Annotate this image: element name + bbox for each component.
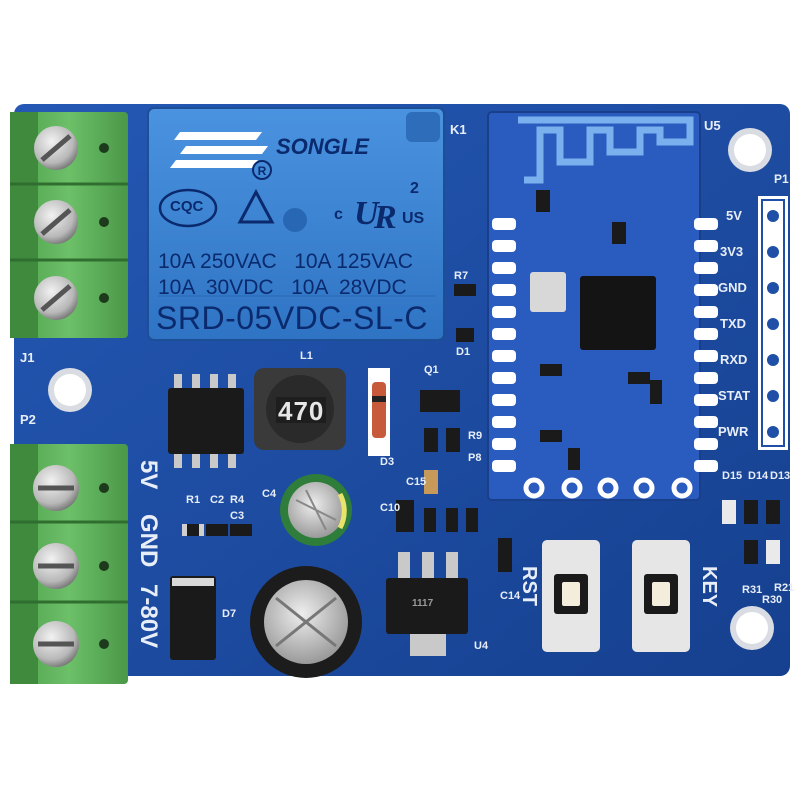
power-terminal-ref: P2: [20, 412, 36, 427]
warning-triangle-icon: [237, 188, 275, 224]
songle-logo: R: [170, 132, 272, 180]
capacitor-large: [250, 566, 362, 678]
silk-c2: C2: [210, 494, 225, 506]
relay-rating-line2: 10A 30VDC 10A 28VDC: [158, 276, 407, 299]
screw: [34, 126, 78, 170]
relay-ul-number: 2: [410, 180, 419, 197]
silk-q1: Q1: [424, 364, 439, 376]
header-pin-txd: TXD: [720, 316, 746, 331]
pin-header: [758, 196, 788, 450]
silk-c10: C10: [380, 502, 401, 514]
antenna-trace-icon: [518, 116, 694, 184]
cqc-mark: [158, 188, 218, 228]
inductor-value: 470: [278, 396, 325, 426]
bluetooth-module: [487, 111, 718, 501]
header-pin-pwr: PWR: [718, 424, 749, 439]
relay-ul-us: US: [402, 210, 425, 227]
regulator-marking: 1117: [412, 598, 434, 609]
relay-terminal-block: [10, 112, 128, 338]
relay-terminal-ref: J1: [20, 350, 35, 365]
silk-r21: R21: [774, 582, 795, 594]
relay-ref: K1: [450, 122, 467, 137]
silk-c3: C3: [230, 510, 245, 522]
capacitor-small: [280, 474, 352, 546]
silk-r4: R4: [230, 494, 245, 506]
silk-d13: D13: [770, 470, 791, 482]
header-pin-gnd: GND: [718, 280, 747, 295]
reset-button-label: RST: [518, 566, 540, 606]
key-button[interactable]: [632, 540, 690, 652]
power-terminal-block: [10, 444, 128, 684]
screw: [33, 621, 79, 667]
silk-c14: C14: [500, 590, 521, 602]
silk-d15: D15: [722, 470, 743, 482]
silk-u4: U4: [474, 640, 489, 652]
rectifier-diode: [170, 576, 216, 660]
silk-r31: R31: [742, 584, 763, 596]
silk-d3: D3: [380, 456, 395, 468]
silk-d14: D14: [748, 470, 769, 482]
diode: [368, 368, 390, 456]
header-pin-rxd: RXD: [720, 352, 748, 367]
key-button-label: KEY: [698, 566, 720, 608]
screw: [34, 200, 78, 244]
screw: [34, 276, 78, 320]
svg-text:R: R: [373, 199, 397, 236]
relay: R R U: [147, 107, 445, 341]
header-ref: P1: [774, 172, 789, 186]
screw: [33, 543, 79, 589]
screw: [33, 465, 79, 511]
header-pin-5v: 5V: [726, 208, 742, 223]
silk-c4: C4: [262, 488, 277, 500]
silk-r30: R30: [762, 594, 783, 606]
relay-model: SRD-05VDC-SL-C: [156, 300, 428, 336]
ul-mark-icon: R U: [354, 195, 397, 236]
module-ref: U5: [704, 118, 721, 133]
relay-cqc-mark: CQC: [170, 198, 204, 215]
silk-r1: R1: [186, 494, 201, 506]
driver-ic: [168, 374, 244, 468]
silk-p8: P8: [468, 452, 482, 464]
header-pin-stat: STAT: [718, 388, 751, 403]
svg-text:U: U: [354, 195, 381, 232]
power-label-gnd: GND: [135, 514, 162, 568]
mounting-holes: [48, 128, 774, 650]
power-label-5v: 5V: [135, 460, 162, 490]
relay-brand: SONGLE: [276, 134, 369, 159]
svg-text:R: R: [258, 164, 267, 178]
silk-r9: R9: [468, 430, 483, 442]
silk-r7: R7: [454, 270, 469, 282]
silk-l1: L1: [300, 350, 313, 362]
silk-d1: D1: [456, 346, 471, 358]
header-pin-3v3: 3V3: [720, 244, 744, 259]
reset-button[interactable]: [542, 540, 600, 652]
voltage-regulator: [386, 552, 468, 656]
inductor: [254, 368, 346, 450]
relay-ul-c: c: [334, 206, 343, 223]
silk-d7: D7: [222, 608, 237, 620]
smd-components: [182, 284, 780, 572]
silk-c15: C15: [406, 476, 427, 488]
relay-rating-line1: 10A 250VAC 10A 125VAC: [158, 250, 413, 273]
power-label-input: 7-80V: [135, 584, 162, 649]
